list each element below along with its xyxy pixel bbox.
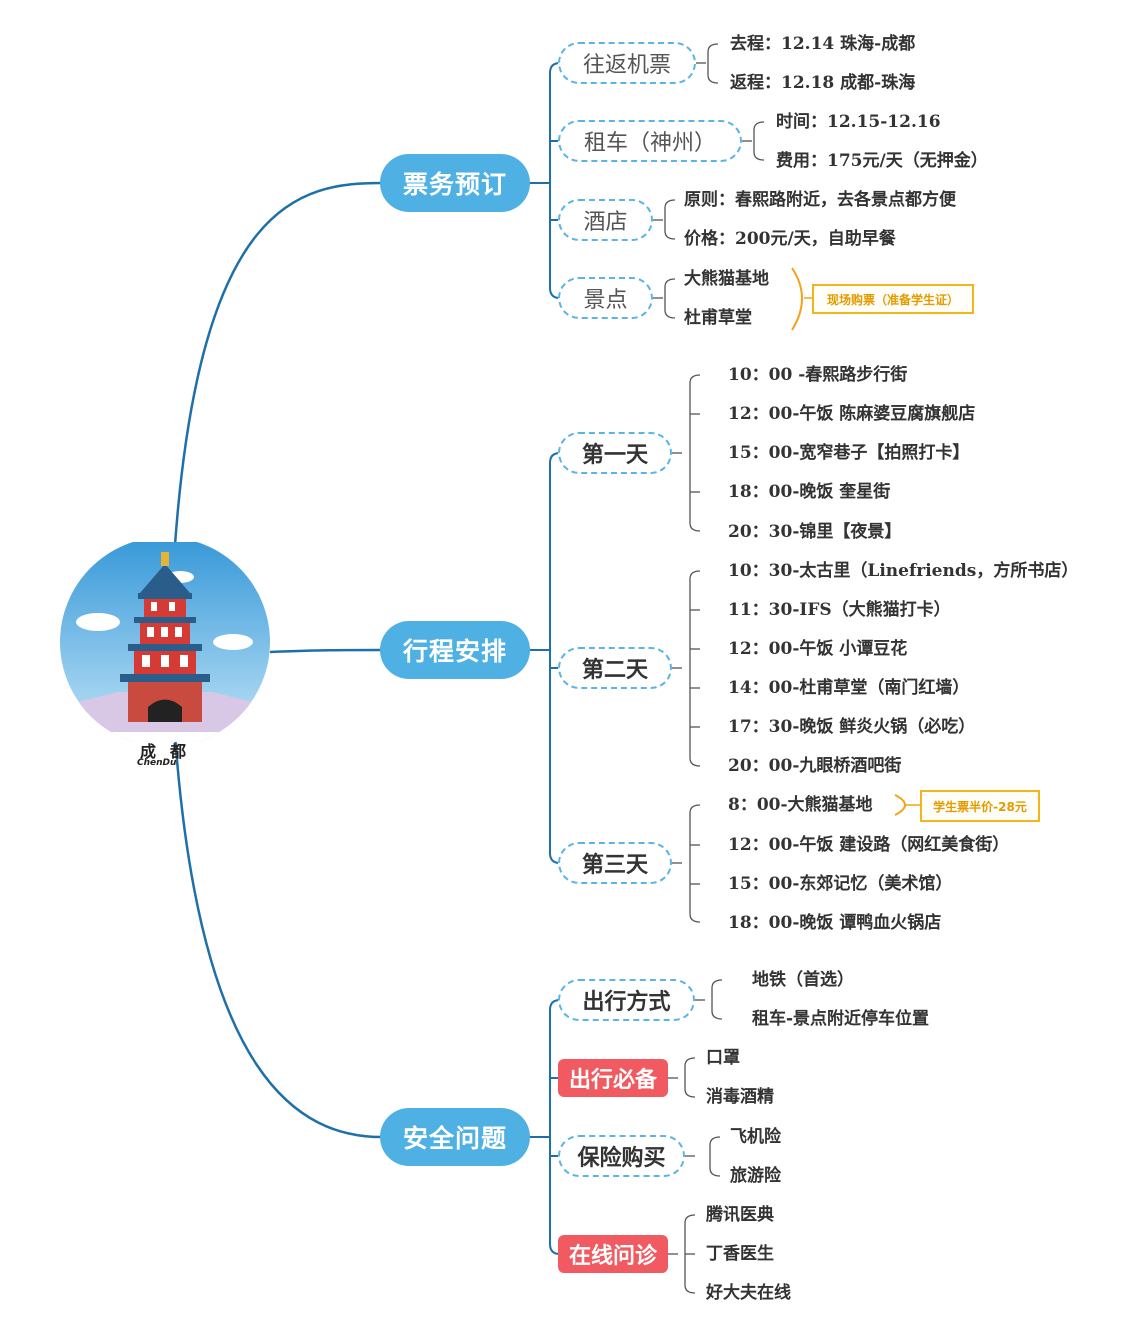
node-day1[interactable]: 第一天	[558, 432, 672, 474]
note-student-half-price: 学生票半价-28元	[920, 790, 1040, 822]
node-day3[interactable]: 第三天	[558, 842, 672, 884]
node-online-consult[interactable]: 在线问诊	[558, 1235, 668, 1273]
branch-safety[interactable]: 安全问题	[380, 1108, 530, 1166]
leaf-day1-5: 20：30-锦里【夜景】	[728, 521, 901, 543]
node-transport[interactable]: 出行方式	[558, 979, 695, 1021]
node-car-rental[interactable]: 租车（神州）	[558, 120, 742, 162]
leaf-day1-2: 12：00-午饭 陈麻婆豆腐旗舰店	[728, 403, 975, 425]
leaf-hotel-price: 价格：200元/天，自助早餐	[684, 228, 896, 250]
leaf-spot-dufu: 杜甫草堂	[684, 307, 752, 329]
note-onsite-tickets: 现场购票（准备学生证）	[812, 284, 974, 314]
leaf-alcohol: 消毒酒精	[706, 1086, 774, 1108]
leaf-dxy-doctor: 丁香医生	[706, 1243, 774, 1265]
leaf-day3-4: 18：00-晚饭 谭鸭血火锅店	[728, 912, 941, 934]
leaf-flight-back: 返程：12.18 成都-珠海	[730, 72, 915, 94]
branch-tickets[interactable]: 票务预订	[380, 154, 530, 212]
node-insurance[interactable]: 保险购买	[558, 1135, 685, 1177]
leaf-mask: 口罩	[706, 1047, 740, 1069]
leaf-spot-panda: 大熊猫基地	[684, 268, 769, 290]
leaf-day2-3: 12：00-午饭 小谭豆花	[728, 638, 907, 660]
node-hotel[interactable]: 酒店	[558, 199, 653, 241]
leaf-car-time: 时间：12.15-12.16	[776, 111, 941, 133]
leaf-day2-5: 17：30-晚饭 鲜炎火锅（必吃）	[728, 716, 975, 738]
branch-itinerary[interactable]: 行程安排	[380, 621, 530, 679]
chengdu-tower-illustration	[58, 542, 272, 742]
leaf-day1-4: 18：00-晚饭 奎星街	[728, 481, 890, 503]
leaf-hotel-principle: 原则：春熙路附近，去各景点都方便	[684, 189, 956, 211]
leaf-day1-3: 15：00-宽窄巷子【拍照打卡】	[728, 442, 969, 464]
leaf-flight-out: 去程：12.14 珠海-成都	[730, 33, 915, 55]
leaf-travel-insurance: 旅游险	[730, 1165, 781, 1187]
leaf-day2-2: 11：30-IFS（大熊猫打卡）	[728, 599, 951, 621]
leaf-car-cost: 费用：175元/天（无押金）	[776, 150, 988, 172]
node-flights[interactable]: 往返机票	[558, 42, 696, 84]
leaf-day1-1: 10：00 -春熙路步行街	[728, 364, 907, 386]
leaf-day3-1: 8：00-大熊猫基地	[728, 794, 873, 816]
leaf-day2-1: 10：30-太古里（Linefriends，方所书店）	[728, 560, 1078, 582]
leaf-transport-car: 租车-景点附近停车位置	[752, 1008, 929, 1030]
leaf-flight-insurance: 飞机险	[730, 1126, 781, 1148]
leaf-haodf: 好大夫在线	[706, 1282, 791, 1304]
node-essentials[interactable]: 出行必备	[558, 1059, 668, 1097]
leaf-day3-2: 12：00-午饭 建设路（网红美食街）	[728, 834, 1009, 856]
center-city-en: ChenDu	[137, 758, 176, 768]
node-day2[interactable]: 第二天	[558, 647, 672, 689]
leaf-transport-metro: 地铁（首选）	[752, 969, 854, 991]
leaf-day2-4: 14：00-杜甫草堂（南门红墙）	[728, 677, 969, 699]
leaf-day3-3: 15：00-东郊记忆（美术馆）	[728, 873, 952, 895]
leaf-day2-6: 20：00-九眼桥酒吧街	[728, 755, 901, 777]
leaf-tencent-medical: 腾讯医典	[706, 1204, 774, 1226]
node-spots[interactable]: 景点	[558, 277, 653, 319]
